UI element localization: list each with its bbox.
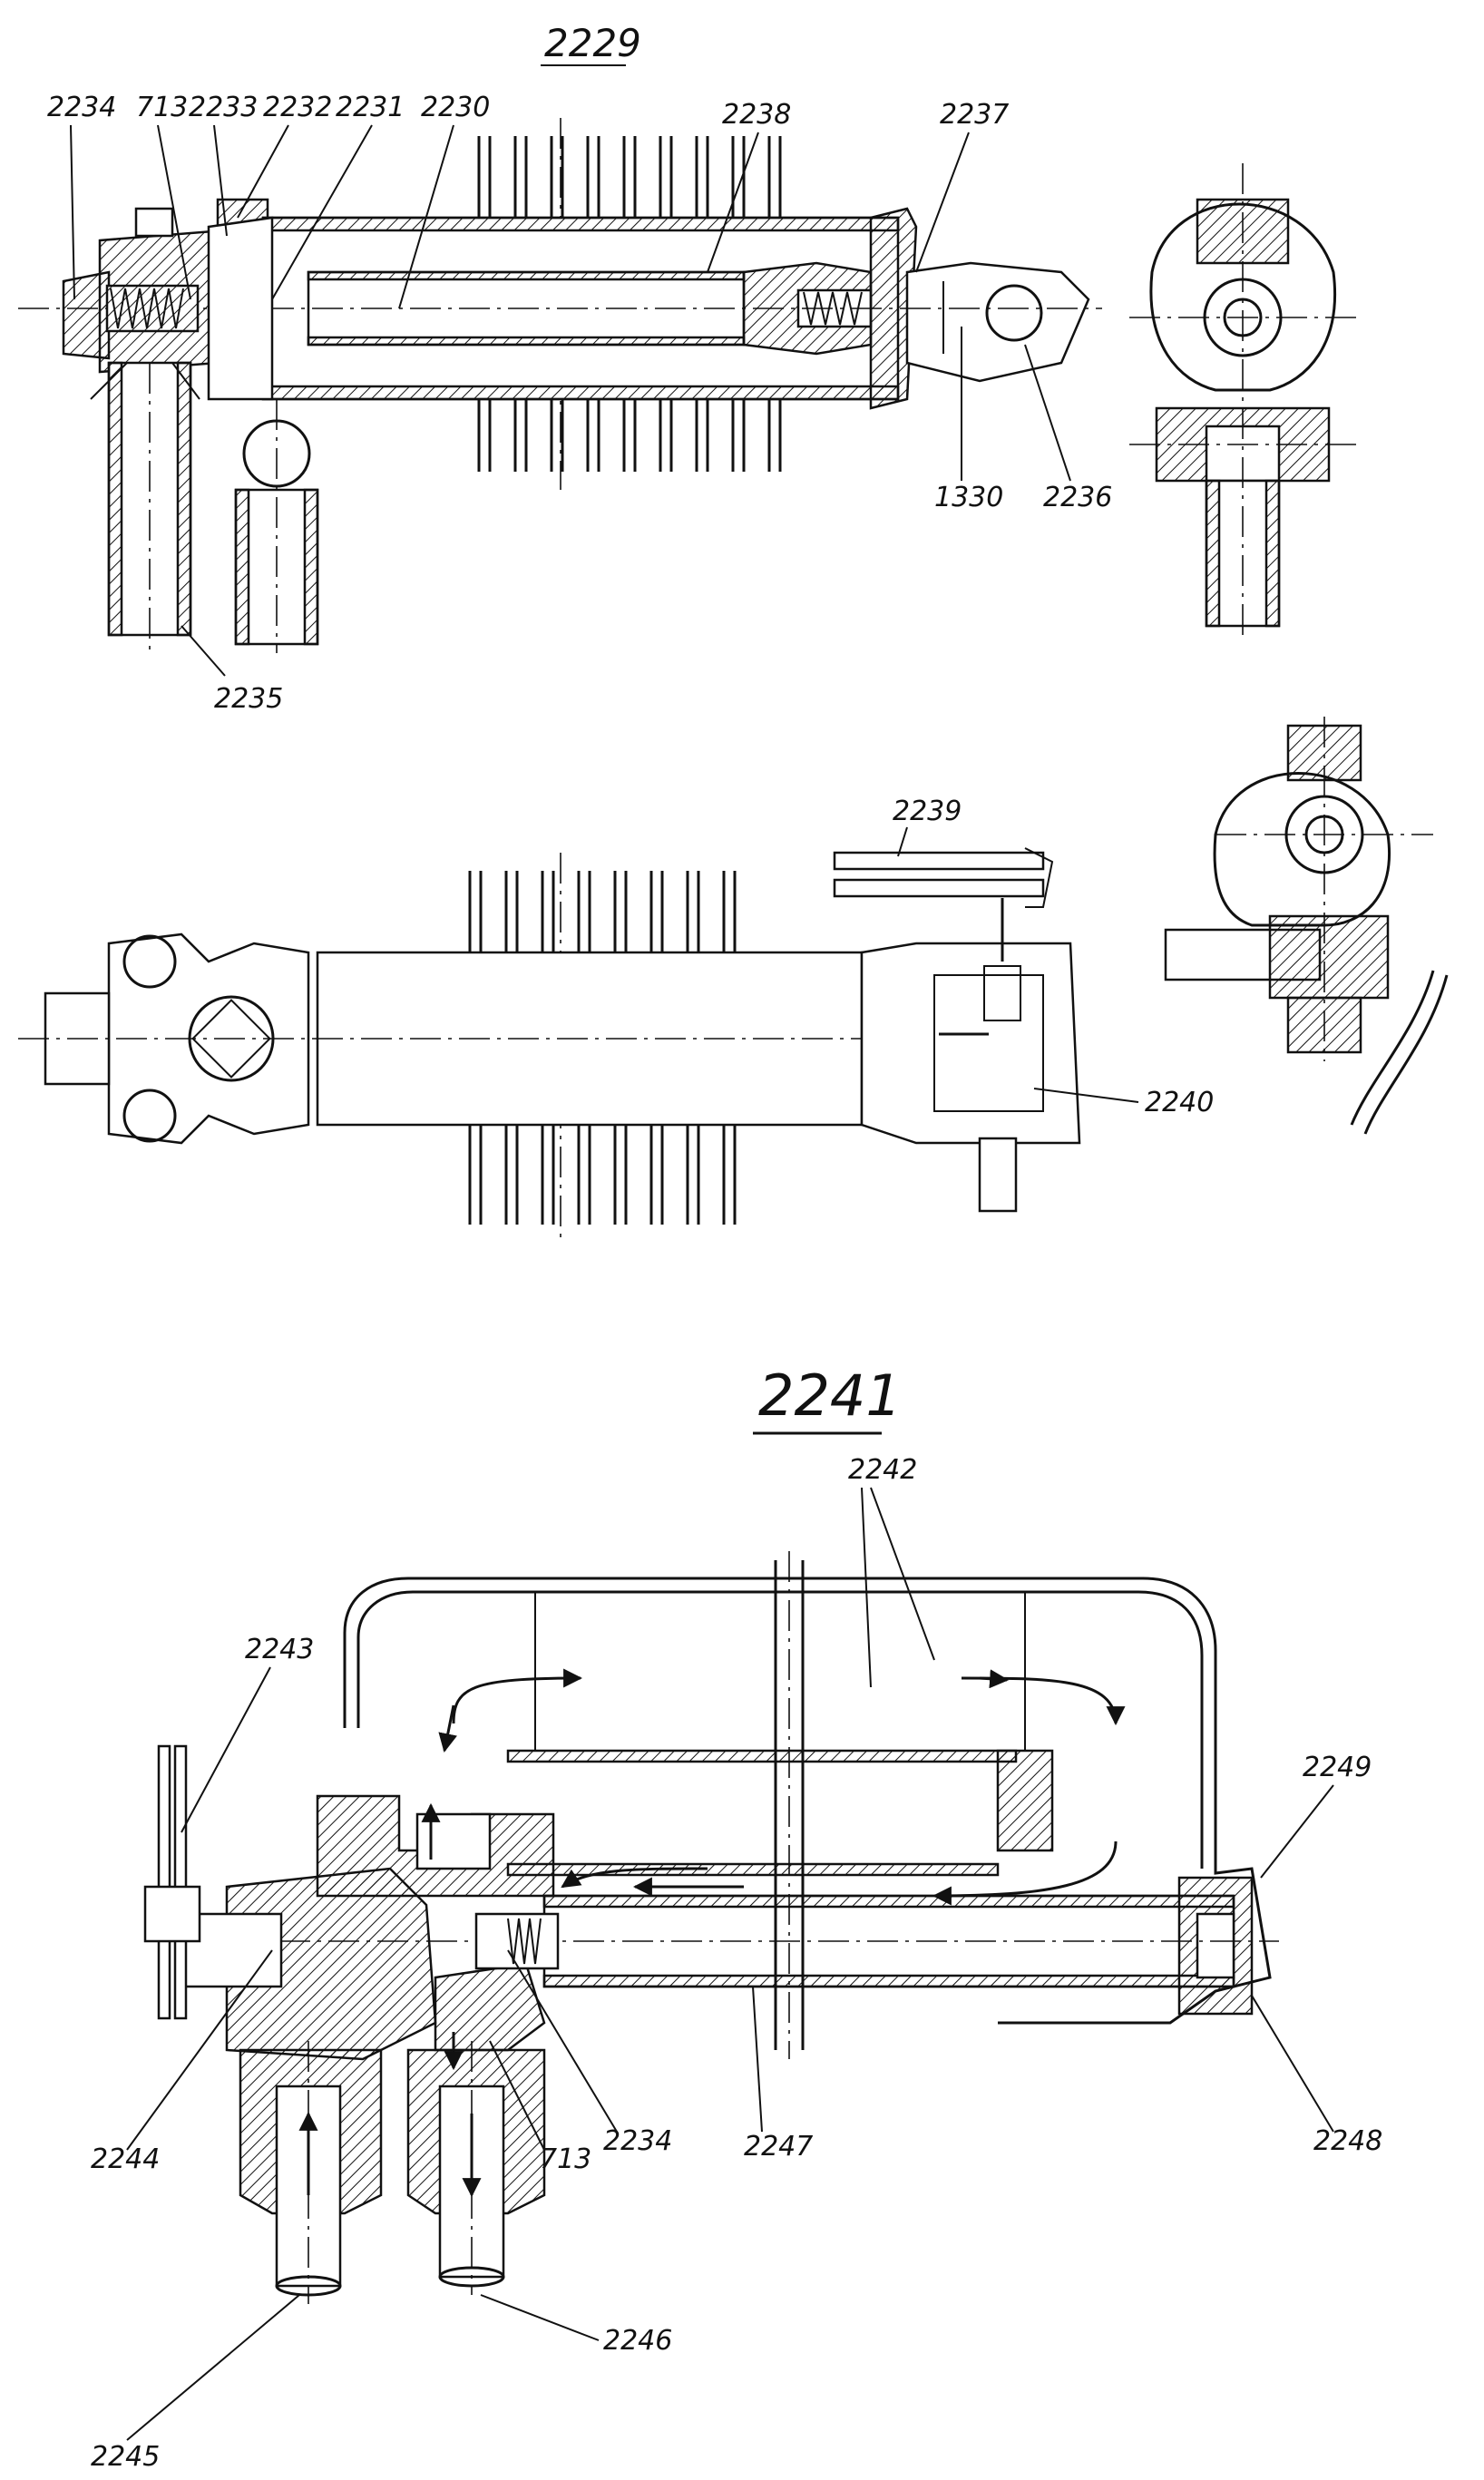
outer-shell (343, 1577, 1272, 2025)
end-view-top (1129, 163, 1356, 635)
label-2243: 2243 (245, 1634, 314, 1665)
label-2240: 2240 (1145, 1087, 1214, 1118)
figure-2229-external-view: 2239 2240 (18, 717, 1449, 1243)
label-2247: 2247 (744, 2131, 813, 2163)
callouts-2229: 2234 713 2233 2232 2231 2230 2238 2237 1… (47, 92, 1112, 715)
label-2232: 2232 (263, 92, 332, 123)
inner-chamber (506, 1749, 1018, 1763)
valve-housing-2240 (860, 942, 1081, 1145)
label-2239: 2239 (893, 796, 962, 827)
lever-2243 (157, 1744, 171, 2020)
label-2246: 2246 (603, 2325, 672, 2357)
label-713: 713 (540, 2143, 591, 2175)
figure-number-2241: 2241 (758, 1362, 902, 1429)
label-2244: 2244 (91, 2143, 160, 2175)
figure-2229-section: 2229 (18, 21, 1356, 715)
end-view-middle (1164, 717, 1449, 1135)
label-2248: 2248 (1313, 2125, 1382, 2157)
label-2249: 2249 (1303, 1752, 1372, 1783)
label-713: 713 (136, 92, 188, 123)
label-2234: 2234 (47, 92, 116, 123)
label-2230: 2230 (421, 92, 490, 123)
label-2237: 2237 (940, 99, 1009, 131)
label-2242: 2242 (848, 1454, 917, 1486)
label-1330: 1330 (934, 482, 1003, 513)
label-2234: 2234 (603, 2125, 672, 2157)
callouts-2241: 2242 2243 2249 2244 713 2234 2247 2248 2… (91, 1454, 1382, 2473)
flow-arrows (298, 1668, 1126, 2198)
lever-2239 (833, 851, 1045, 871)
figure-number-2229: 2229 (544, 21, 641, 65)
label-2231: 2231 (336, 92, 405, 123)
label-2238: 2238 (722, 99, 791, 131)
label-2235: 2235 (214, 683, 283, 715)
label-2236: 2236 (1043, 482, 1112, 513)
label-2245: 2245 (91, 2441, 160, 2473)
label-2233: 2233 (189, 92, 258, 123)
figure-2241-section: 2241 (91, 1362, 1382, 2473)
eye-end-2236 (905, 261, 1090, 383)
